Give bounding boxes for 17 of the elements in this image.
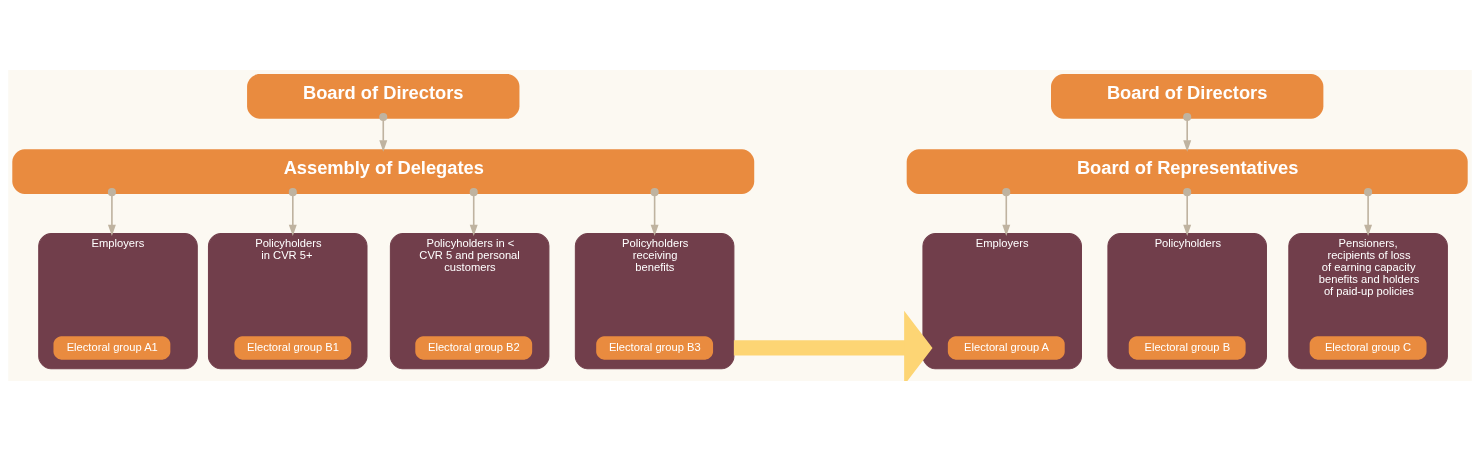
node-box: Electoral group B2 [415,335,533,360]
arrow [469,187,478,236]
arrow [1002,187,1011,236]
arrow [1183,187,1192,236]
node-box: Electoral group A [947,335,1065,360]
arrow [288,187,297,236]
arrow [1364,187,1373,236]
arrow [379,112,388,152]
arrow [733,310,933,381]
node-box: Electoral group A1 [53,335,171,360]
arrow [650,187,659,236]
arrow [1183,112,1192,152]
arrow [107,187,116,236]
node-box: Electoral group C [1309,335,1427,360]
node-box: Electoral group B3 [596,335,714,360]
node-box: Electoral group B [1128,335,1246,360]
node-box: Electoral group B1 [234,335,352,360]
